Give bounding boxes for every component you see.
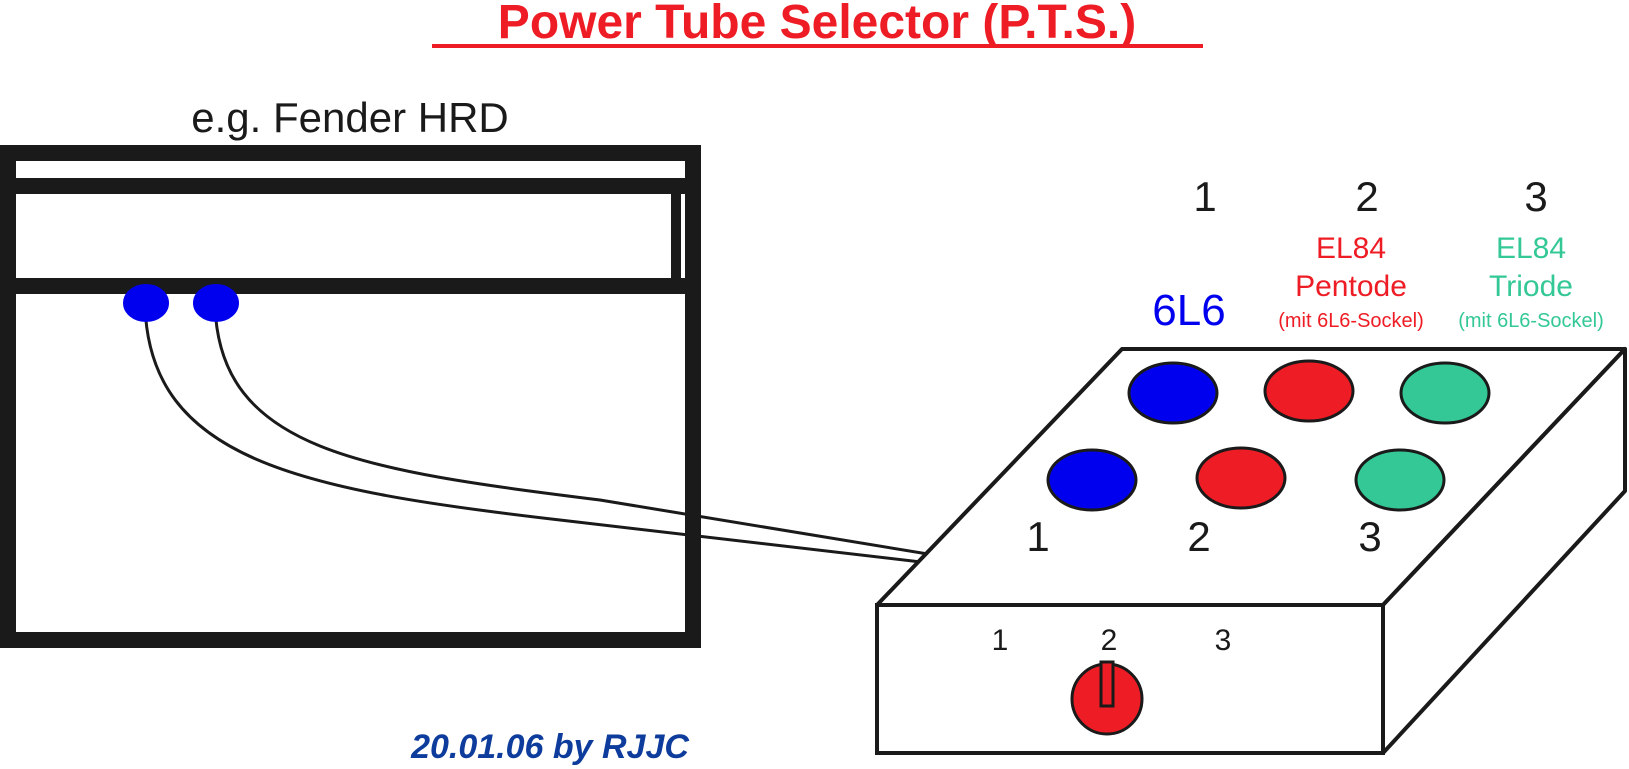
top-number-2: 2 <box>1355 173 1378 220</box>
front-number-1: 1 <box>1026 513 1049 560</box>
tube-socket-front-1 <box>1046 448 1138 512</box>
amp-label: e.g. Fender HRD <box>191 94 508 141</box>
diagram-title: Power Tube Selector (P.T.S.) <box>498 0 1136 49</box>
switch-position-1: 1 <box>992 624 1009 657</box>
amplifier <box>0 145 701 648</box>
switch-position-3: 3 <box>1215 624 1232 657</box>
selector-box <box>875 347 1627 755</box>
front-number-2: 2 <box>1187 513 1210 560</box>
switch-position-2: 2 <box>1101 624 1118 657</box>
amp-panel <box>30 196 670 276</box>
top-number-1: 1 <box>1193 173 1216 220</box>
tube-2-note: (mit 6L6-Sockel) <box>1278 310 1424 332</box>
tube-socket-front-2 <box>1195 446 1287 510</box>
cables <box>143 305 941 566</box>
top-number-3: 3 <box>1524 173 1547 220</box>
knob-pointer <box>1099 660 1115 708</box>
tube-3-name: EL84 <box>1496 232 1566 265</box>
credit-label: 20.01.06 by RJJC <box>410 728 689 766</box>
front-number-3: 3 <box>1358 513 1381 560</box>
cable-1 <box>143 305 939 566</box>
tube-socket-back-3 <box>1399 361 1491 425</box>
amp-socket-2 <box>193 284 239 322</box>
tube-socket-front-3 <box>1354 448 1446 512</box>
tube-3-mode: Triode <box>1489 270 1573 303</box>
tube-2-mode: Pentode <box>1295 270 1407 303</box>
cable-2 <box>213 305 941 558</box>
tube-socket-back-1 <box>1127 361 1219 425</box>
tube-3-note: (mit 6L6-Sockel) <box>1458 310 1604 332</box>
tube-socket-back-2 <box>1263 359 1355 423</box>
rotary-selector-knob[interactable] <box>1070 660 1144 736</box>
amp-socket-1 <box>123 284 169 322</box>
tube-2-name: EL84 <box>1316 232 1386 265</box>
tube-1-name: 6L6 <box>1152 286 1225 335</box>
